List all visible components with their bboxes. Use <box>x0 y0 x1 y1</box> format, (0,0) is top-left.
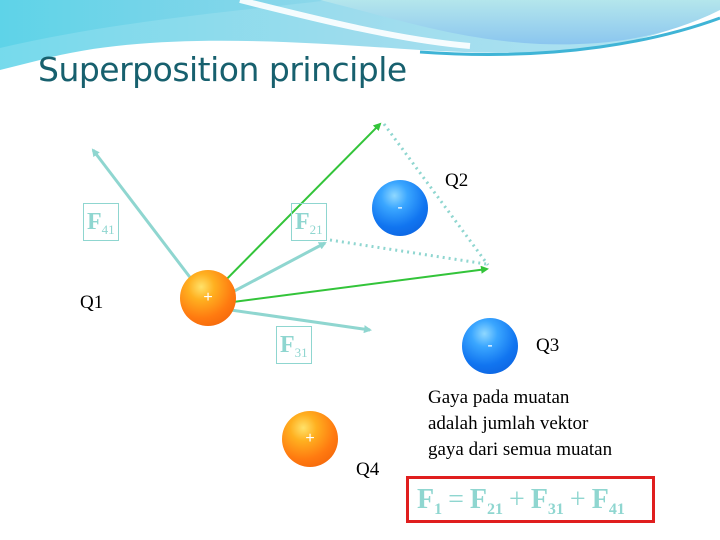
eq-term: F <box>469 484 488 515</box>
force-subscript: 31 <box>294 345 308 360</box>
charge-q3: - <box>462 318 518 374</box>
charge-label-q1: Q1 <box>80 292 104 313</box>
arrow-f41 <box>91 148 207 298</box>
force-label-f21: F21 <box>291 203 327 241</box>
charge-label-q2: Q2 <box>445 170 469 191</box>
charge-sign: + <box>305 430 315 447</box>
charge-q1: + <box>180 270 236 326</box>
force-symbol: F <box>295 209 310 235</box>
superposition-equation: F1=F21+F31+F41 <box>406 476 655 523</box>
arrow-resultant <box>209 265 489 306</box>
eq-plus: + <box>569 484 586 515</box>
charge-label-q3: Q3 <box>536 335 560 356</box>
force-label-f31: F31 <box>276 326 312 364</box>
force-symbol: F <box>87 209 102 235</box>
vector-diagram <box>91 122 490 334</box>
charge-label-q4: Q4 <box>356 459 380 480</box>
slide-title: Superposition principle <box>38 50 407 89</box>
eq-lhs: F <box>417 484 435 515</box>
charge-sign: + <box>203 289 213 306</box>
description-text: Gaya pada muatan adalah jumlah vektor ga… <box>428 385 612 463</box>
arrow-partial-sum <box>207 122 382 299</box>
eq-term-sub: 31 <box>547 501 564 518</box>
arrow-f31 <box>209 305 372 334</box>
charge-sign: - <box>487 337 493 354</box>
header-wave-right <box>320 0 720 45</box>
eq-plus: + <box>509 484 525 515</box>
description-line: gaya dari semua muatan <box>428 439 613 460</box>
description-line: adalah jumlah vektor <box>428 413 589 434</box>
eq-lhs-sub: 1 <box>434 501 443 518</box>
eq-equals: = <box>448 484 464 515</box>
eq-term: F <box>530 484 548 515</box>
charge-q4: + <box>282 411 338 467</box>
eq-term-sub: 21 <box>487 501 504 518</box>
eq-term: F <box>591 484 609 515</box>
description-line: Gaya pada muatan <box>428 387 570 408</box>
dotted-guide-2 <box>329 238 487 266</box>
force-subscript: 21 <box>309 222 323 237</box>
force-subscript: 41 <box>101 222 115 237</box>
force-label-f41: F41 <box>83 203 119 241</box>
force-symbol: F <box>280 332 295 358</box>
eq-term-sub: 41 <box>608 501 625 518</box>
charge-sign: - <box>397 199 403 216</box>
charge-q2: - <box>372 180 428 236</box>
